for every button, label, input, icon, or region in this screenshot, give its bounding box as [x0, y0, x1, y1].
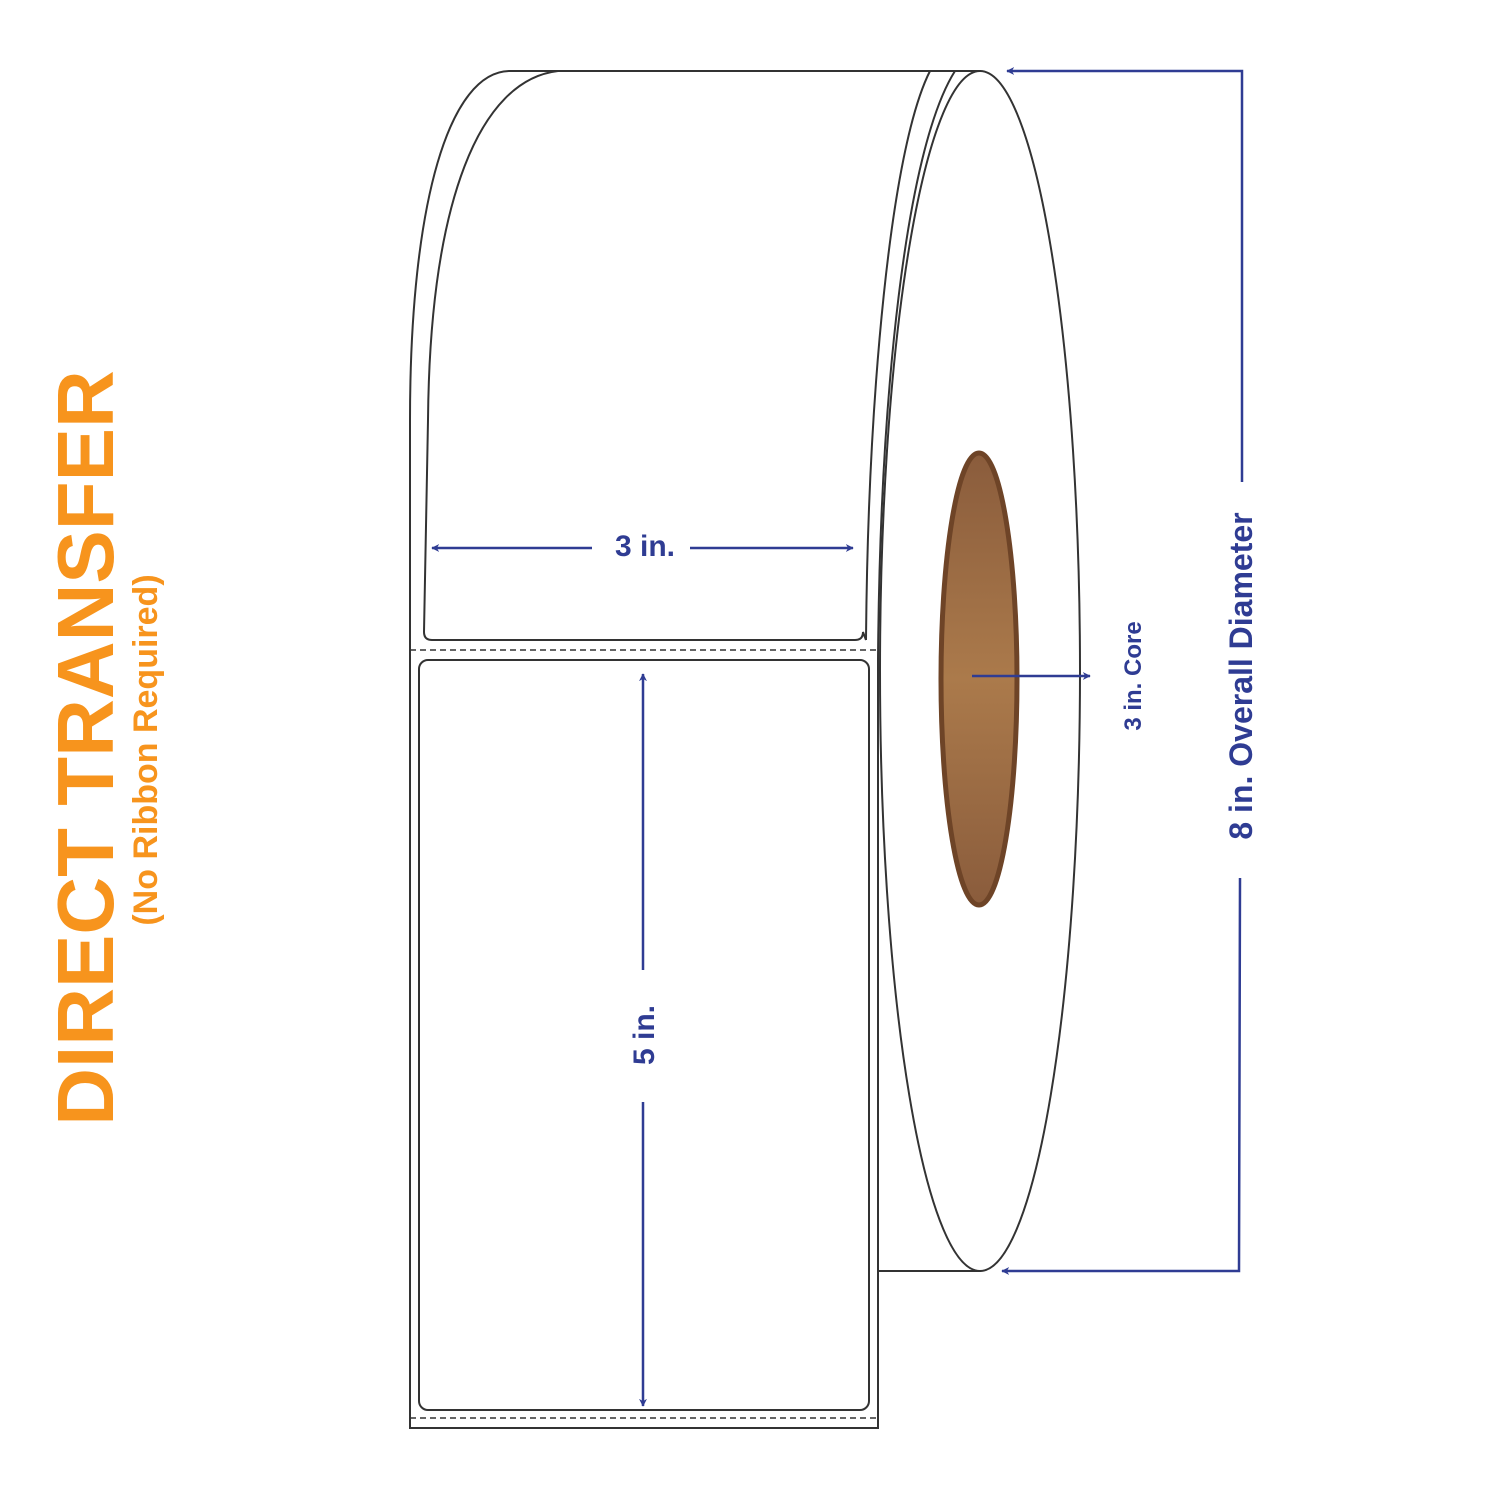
subtitle: (No Ribbon Required)	[127, 574, 165, 925]
diameter-label: 8 in. Overall Diameter	[1223, 512, 1259, 839]
label	[418, 659, 870, 1411]
dimension-lines	[431, 67, 1244, 1407]
hanging-label-web	[410, 649, 878, 1419]
length-label: 5 in.	[628, 1005, 661, 1065]
core	[938, 450, 1020, 908]
diameter-line-top	[1006, 67, 1244, 482]
title: DIRECT TRANSFER	[41, 370, 130, 1126]
width-label: 3 in.	[615, 530, 675, 563]
core-label: 3 in. Core	[1120, 621, 1147, 730]
diameter-line-bottom	[1001, 877, 1242, 1275]
